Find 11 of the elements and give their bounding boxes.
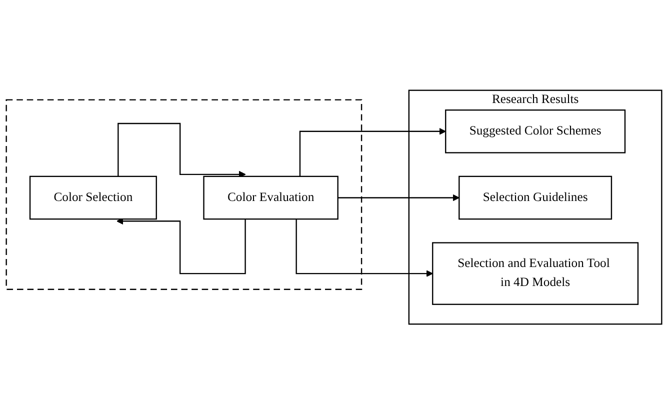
arrow (296, 218, 433, 277)
cluster (6, 98, 362, 290)
node-box: Selection Guidelines (458, 176, 612, 220)
arrow (337, 194, 460, 201)
node-box: Color Evaluation (203, 176, 338, 220)
node-box: Color Selection (29, 176, 157, 220)
node-box: Selection and Evaluation Tool in 4D Models (432, 242, 639, 305)
arrow (299, 128, 446, 176)
arrow (118, 122, 246, 178)
node-box: Suggested Color Schemes (445, 109, 626, 154)
arrow (116, 217, 246, 274)
